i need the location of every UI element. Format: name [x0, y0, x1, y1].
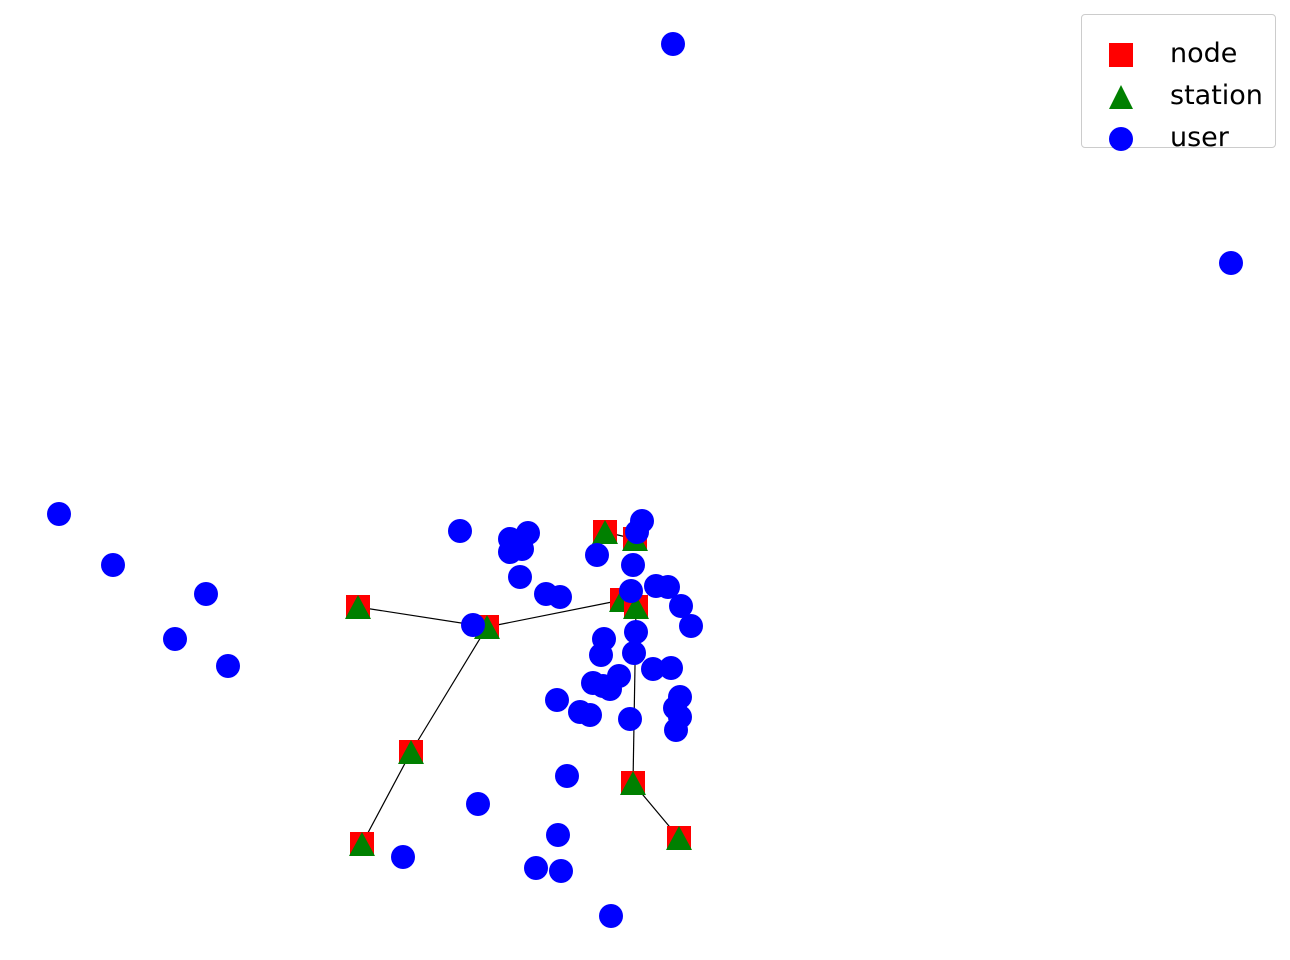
- user-point-5: [194, 582, 218, 606]
- legend-label-station: station: [1170, 80, 1263, 111]
- user-point-30: [641, 657, 665, 681]
- user-point-45: [466, 792, 490, 816]
- user-point-20: [619, 579, 643, 603]
- legend-item-station: station: [1082, 74, 1275, 116]
- station-marker-n4: [349, 832, 375, 856]
- station-marker-n7: [592, 520, 618, 544]
- user-point-19: [621, 553, 645, 577]
- user-point-25: [461, 613, 485, 637]
- user-point-31: [659, 656, 683, 680]
- user-point-39: [618, 707, 642, 731]
- user-point-15: [548, 585, 572, 609]
- user-point-50: [599, 904, 623, 928]
- user-point-6: [163, 627, 187, 651]
- user-circle-marker: [1109, 127, 1133, 151]
- node-square-marker: [1109, 43, 1133, 67]
- user-point-38: [578, 703, 602, 727]
- user-point-29: [622, 641, 646, 665]
- user-point-48: [524, 856, 548, 880]
- legend-label-user: user: [1170, 122, 1229, 153]
- user-point-18: [625, 520, 649, 544]
- user-point-12: [510, 537, 534, 561]
- station-marker-n9: [620, 771, 646, 795]
- users-layer: [47, 32, 1243, 928]
- legend-label-node: node: [1170, 38, 1238, 69]
- user-point-16: [585, 543, 609, 567]
- user-point-7: [216, 654, 240, 678]
- user-point-23: [669, 594, 693, 618]
- user-point-44: [555, 764, 579, 788]
- station-marker-n10: [666, 826, 692, 850]
- edge-n3-n4: [361, 751, 412, 845]
- station-marker-n3: [398, 740, 424, 764]
- user-point-28: [624, 620, 648, 644]
- station-triangle-marker: [1109, 85, 1133, 109]
- user-point-43: [664, 718, 688, 742]
- user-point-35: [591, 674, 615, 698]
- user-point-22: [656, 575, 680, 599]
- user-point-4: [101, 553, 125, 577]
- station-marker-n6: [623, 595, 649, 619]
- edge-n2-n3: [410, 626, 488, 753]
- user-point-47: [391, 845, 415, 869]
- user-point-27: [589, 643, 613, 667]
- user-point-2: [1219, 251, 1243, 275]
- station-marker-n1: [345, 595, 371, 619]
- user-point-46: [546, 823, 570, 847]
- user-point-24: [679, 614, 703, 638]
- legend-item-user: user: [1082, 116, 1275, 158]
- user-point-13: [508, 565, 532, 589]
- legend-item-node: node: [1082, 32, 1275, 74]
- user-point-49: [549, 859, 573, 883]
- user-point-3: [47, 502, 71, 526]
- legend: node station user: [1081, 14, 1276, 153]
- user-point-8: [448, 519, 472, 543]
- user-point-36: [545, 688, 569, 712]
- edge-n2-n5: [486, 599, 623, 628]
- user-point-1: [661, 32, 685, 56]
